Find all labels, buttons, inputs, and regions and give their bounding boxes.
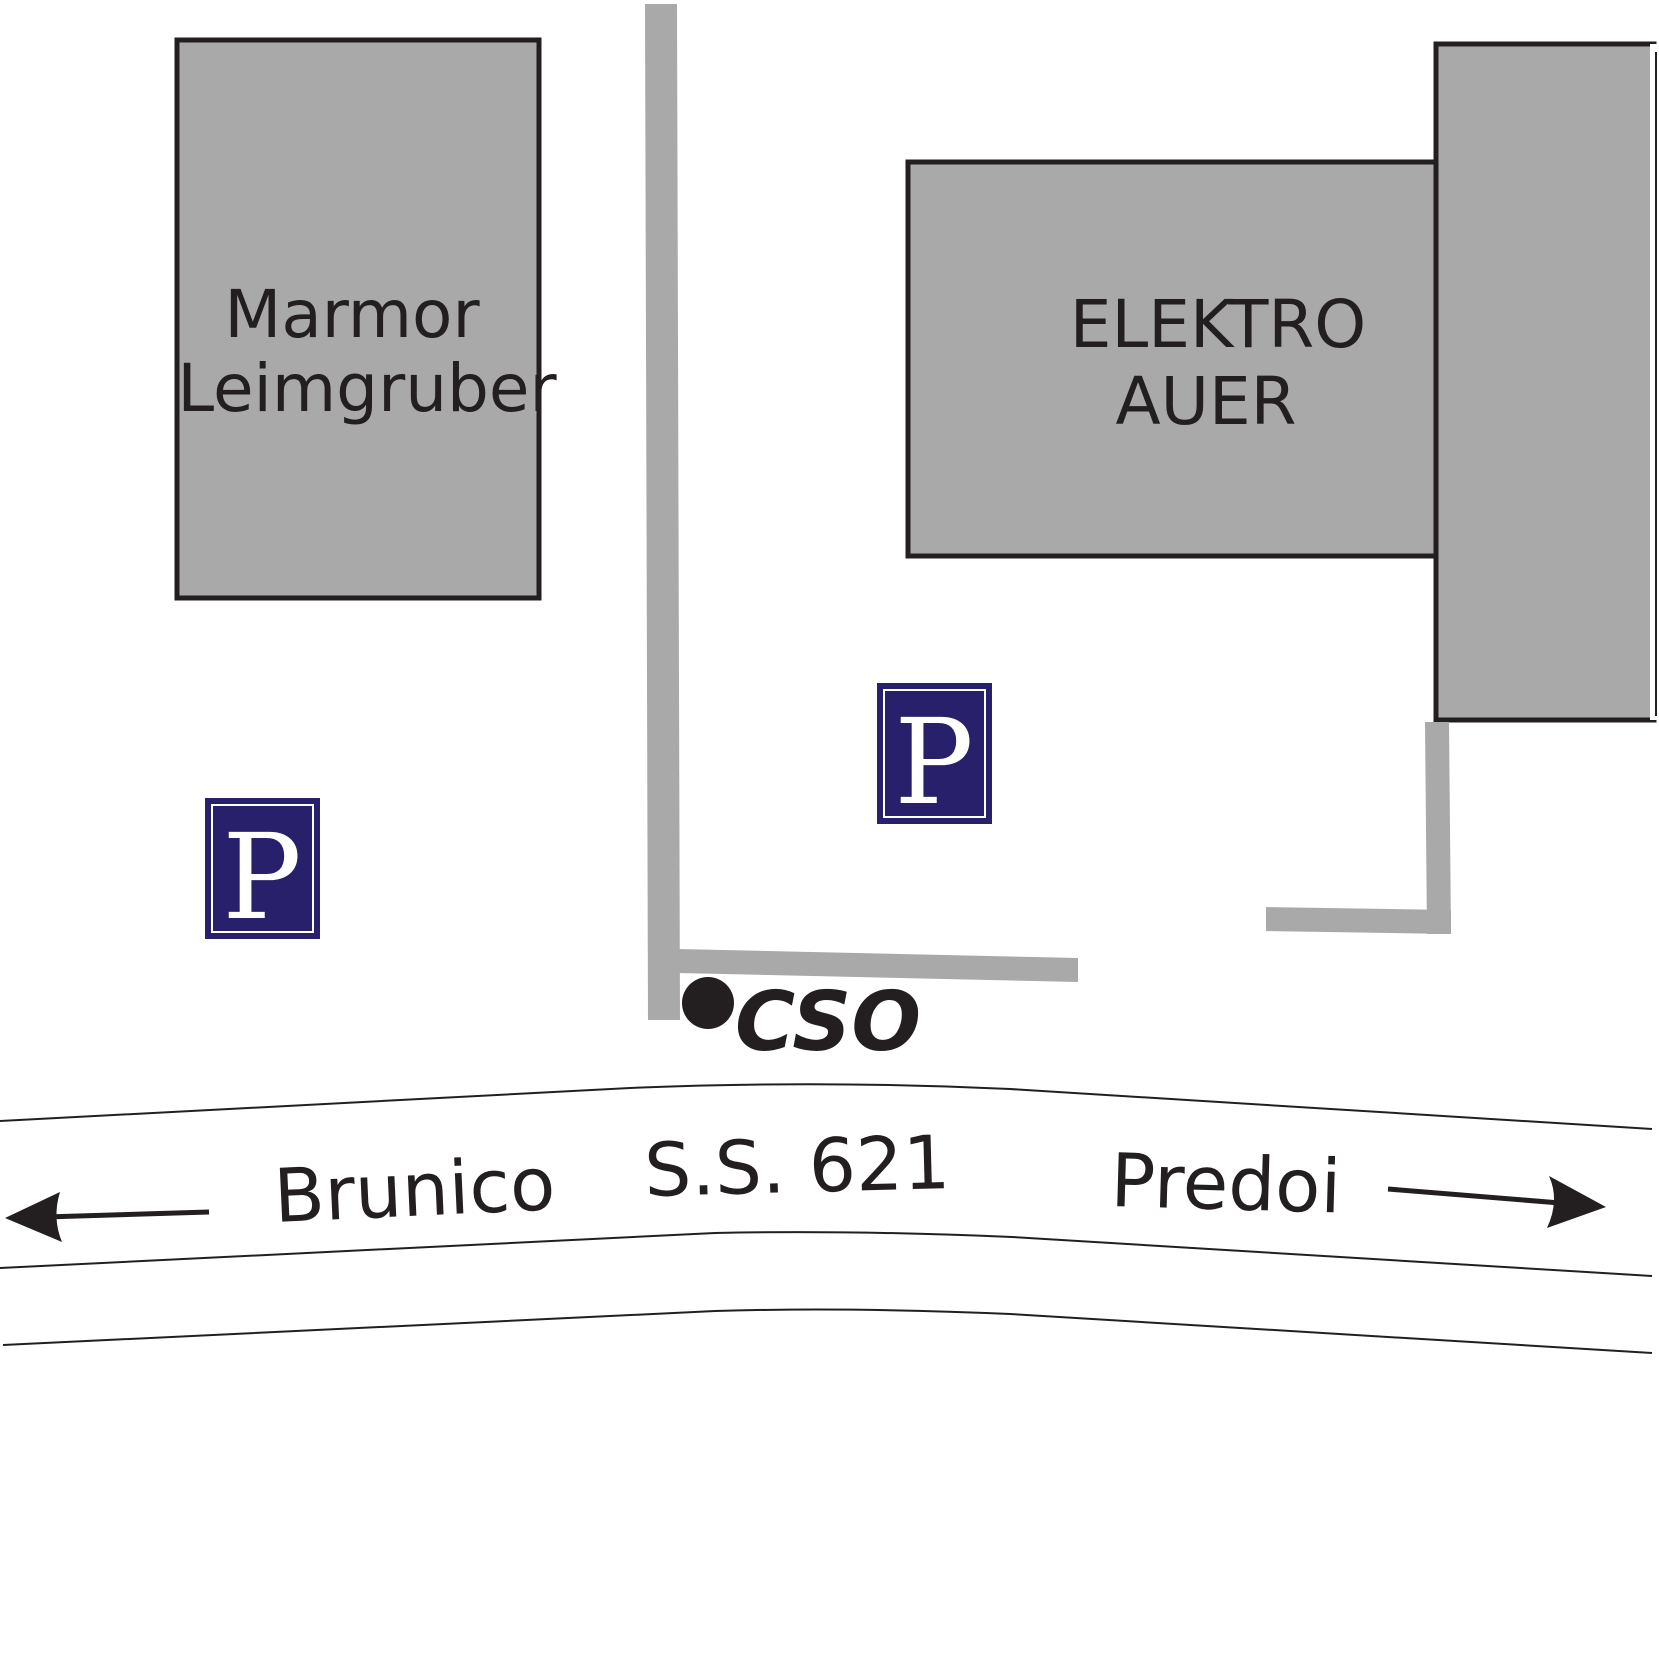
parking-sign-west: P	[205, 798, 320, 946]
building-elektro-auer	[905, 159, 1441, 559]
parking-center-letter: P	[894, 693, 973, 831]
label-auer: AUER	[1115, 363, 1296, 440]
label-elektro: ELEKTRO	[1070, 286, 1366, 363]
cso-label: CSO	[735, 975, 921, 1070]
building-east-unlabeled	[1433, 41, 1657, 723]
road-edge-center	[0, 1231, 1653, 1277]
road-label-brunico: Brunico	[272, 1141, 557, 1240]
road-label-predoi: Predoi	[1109, 1138, 1342, 1230]
parking-west-letter: P	[222, 808, 301, 946]
arrow-left-icon	[5, 1192, 210, 1242]
location-dot-icon	[682, 977, 734, 1029]
road-label-ss621: S.S. 621	[643, 1120, 951, 1214]
label-marmor: Marmor	[224, 276, 480, 353]
lane-horizontal-center	[678, 949, 1078, 982]
road-edge-south	[2, 1308, 1653, 1354]
lane-horizontal-east	[1266, 907, 1451, 934]
arrow-right-icon	[1387, 1176, 1606, 1228]
building-marmor-leimgruber	[174, 37, 542, 601]
label-leimgruber: Leimgruber	[177, 350, 557, 427]
lane-vertical-center	[645, 4, 680, 1020]
lane-vertical-east	[1425, 722, 1451, 934]
road-edge-north	[0, 1083, 1653, 1130]
parking-sign-center: P	[877, 683, 992, 831]
